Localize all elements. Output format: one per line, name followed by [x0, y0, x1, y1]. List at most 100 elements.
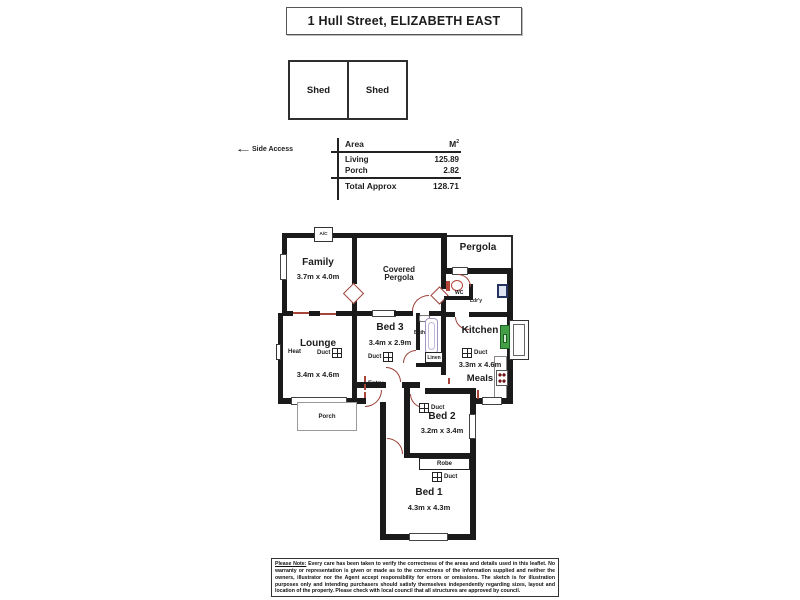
- heater-icon: [276, 344, 281, 360]
- linen-cupboard: Linen: [425, 352, 443, 363]
- family-slider-2: [320, 313, 336, 315]
- wall-family-right-a: [352, 238, 357, 284]
- bed1-dims: 4.3m x 4.3m: [407, 503, 451, 512]
- laundry-label: Ldr'y: [470, 298, 483, 304]
- bed3-door: [386, 367, 401, 382]
- area-table-vline: [337, 138, 339, 200]
- wall-bed2-left: [404, 388, 410, 458]
- family-double-door: [342, 282, 365, 305]
- bed3-duct: Duct: [368, 352, 394, 362]
- heat-label: Heat: [288, 349, 302, 355]
- toilet-icon: [446, 281, 450, 291]
- bed3-door-gap: [386, 382, 402, 388]
- bed1-duct-label: Duct: [444, 474, 458, 480]
- wc-label: WC: [455, 290, 464, 296]
- lounge-name: Lounge: [299, 338, 337, 349]
- meals-name: Meals: [466, 373, 494, 384]
- wall-lounge-bed3: [352, 313, 357, 403]
- kitchen-name: Kitchen: [461, 325, 499, 336]
- covered-pergola-name: Covered Pergola: [382, 265, 415, 283]
- title-box: 1 Hull Street, ELIZABETH EAST: [286, 7, 522, 35]
- family-dims: 3.7m x 4.0m: [296, 272, 340, 281]
- lounge-dims: 3.4m x 4.6m: [296, 370, 340, 379]
- wall-bath-bottom: [416, 363, 445, 367]
- porch-area-value: 2.82: [443, 166, 459, 175]
- shed-1-label: Shed: [306, 84, 331, 96]
- wall-top: [282, 233, 445, 238]
- family-slider-1: [293, 312, 309, 314]
- wall-kitchen-top: [441, 312, 513, 317]
- toilet-bowl-icon: [451, 280, 463, 291]
- porch-outline: [297, 402, 357, 431]
- openplan-dash-hall-meals: [448, 378, 450, 394]
- wall-laundry-right: [507, 272, 513, 318]
- wall-bed3-bath: [416, 313, 420, 350]
- wall-laundry-left-a: [441, 274, 446, 289]
- family-left-window: [280, 254, 287, 280]
- bed2-duct-label: Duct: [431, 405, 445, 411]
- disclaimer-note-label: Please Note:: [275, 561, 307, 567]
- robe-label: Robe: [437, 461, 452, 467]
- duct-icon: [332, 348, 343, 358]
- openplan-dash-meals-bed2: [477, 390, 479, 399]
- bed1-duct: Duct: [432, 472, 457, 482]
- duct-icon: [419, 403, 429, 413]
- total-value: 128.71: [433, 181, 459, 191]
- pergola-top-line: [447, 235, 513, 237]
- total-label: Total Approx: [345, 181, 397, 191]
- duct-icon: [462, 348, 472, 358]
- bed1-bottom-window: [409, 533, 448, 541]
- area-row-porch: Porch 2.82: [331, 165, 461, 176]
- lounge-duct: Duct: [317, 348, 343, 358]
- area-row-living: Living 125.89: [331, 154, 461, 165]
- disclaimer-text: Every care has been taken to verify the …: [275, 561, 555, 595]
- wall-wc-right: [469, 284, 473, 300]
- wall-wc-bottom: [444, 296, 469, 300]
- sheds: Shed Shed: [288, 60, 408, 120]
- robe: Robe: [419, 458, 470, 470]
- area-unit: M: [449, 139, 457, 149]
- porch-area-label: Porch: [345, 166, 368, 175]
- stove-icon: [496, 370, 508, 386]
- wall-cp-bottom-a: [357, 311, 374, 316]
- entry-label: Entry: [368, 381, 384, 387]
- wall-family-right-b: [352, 299, 357, 312]
- shed-2-label: Shed: [365, 84, 390, 96]
- pergola-right-line: [511, 235, 513, 272]
- shed-2: Shed: [347, 60, 408, 120]
- duct-icon: [383, 352, 394, 362]
- bed3-top-window: [372, 310, 396, 317]
- disclaimer-box: Please Note: Every care has been taken t…: [271, 558, 559, 597]
- side-access: ← Side Access: [235, 144, 293, 155]
- page-title: 1 Hull Street, ELIZABETH EAST: [307, 14, 501, 28]
- area-table-header: Area M2: [331, 138, 461, 150]
- bed2-right-window: [469, 414, 476, 439]
- bed1-name: Bed 1: [415, 487, 443, 498]
- living-value: 125.89: [434, 155, 459, 164]
- area-unit-sup: 2: [456, 139, 459, 146]
- wall-cp-bottom-c: [429, 311, 443, 316]
- bed3-dims: 3.4m x 2.9m: [368, 338, 412, 347]
- living-label: Living: [345, 155, 369, 164]
- wall-pergola-left: [441, 233, 447, 274]
- area-table-rule: [331, 151, 461, 153]
- covered-pergola-door: [412, 295, 429, 311]
- area-table: Area M2 Living 125.89 Porch 2.82 Total A…: [331, 138, 461, 200]
- bed2-dims: 3.2m x 3.4m: [420, 426, 464, 435]
- bath-door: [403, 350, 416, 363]
- linen-label: Linen: [427, 354, 441, 361]
- wall-pergola-bottom: [441, 268, 513, 274]
- kitchen-duct-label: Duct: [474, 350, 488, 356]
- wall-bed2-top: [404, 388, 476, 394]
- kitchen-door-gap: [455, 312, 469, 317]
- area-col-label: Area: [345, 139, 364, 149]
- ac-label: A/C: [319, 232, 328, 237]
- bed1-door: [387, 438, 403, 454]
- bathtub-icon: [425, 318, 438, 354]
- porch-label: Porch: [318, 414, 336, 420]
- shed-1: Shed: [288, 60, 349, 120]
- wall-kitchen-west: [441, 300, 446, 375]
- meals-bottom-window: [482, 397, 502, 405]
